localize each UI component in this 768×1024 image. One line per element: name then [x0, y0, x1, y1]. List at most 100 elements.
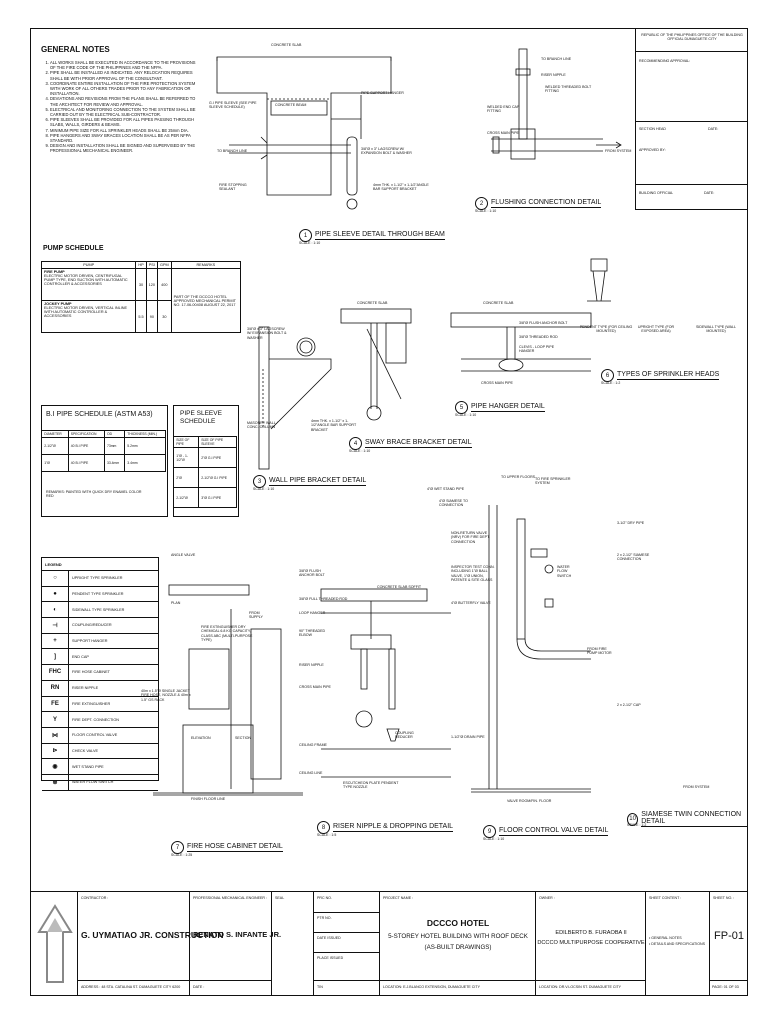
detail-title: WALL PIPE BRACKET DETAIL — [269, 477, 367, 486]
legend-symbol: ] — [42, 649, 69, 665]
seal-cell: SEAL — [271, 892, 313, 996]
detail-scale: SCALE : 1:10 — [475, 209, 497, 213]
threaded-rod-label: 3/8"Ø THREADED ROD — [519, 335, 558, 339]
owner-org: DCCCO MULTIPURPOSE COOPERATIVE — [537, 940, 645, 946]
note-item: MINIMUM PIPE SIZE FOR ALL SPRINKLER HEAD… — [50, 128, 196, 133]
wet-stand-pipe-label: 4"Ø WET STAND PIPE — [427, 487, 465, 491]
legend-symbol: + — [42, 633, 69, 649]
table-cell: 2-1/2"Ø — [173, 487, 200, 508]
legend-label: UPRIGHT TYPE SPRINKLER — [72, 576, 123, 581]
general-notes-title: GENERAL NOTES — [41, 45, 110, 54]
approved-by-label: APPROVED BY: — [639, 148, 666, 152]
bi-pipe-schedule: B.I PIPE SCHEDULE (ASTM A53) DIAMETER SP… — [41, 405, 168, 517]
to-upper-floors-label: TO UPPER FLOORS — [501, 475, 536, 479]
note-item: PIPE SHALL BE INSTALLED AS INDICATED. AN… — [50, 70, 196, 80]
owner-name: EDILBERTO B. FURAOBA II — [555, 930, 627, 936]
legend-header: LEGEND — [42, 558, 158, 571]
detail-scale: SCALE : 1:10 — [299, 241, 321, 245]
contractor-name: G. UYMATIAO JR. CONSTRUCTION — [81, 930, 224, 940]
table-cell: 3"Ø G.I PIPE — [198, 487, 238, 508]
detail-title: PIPE HANGER DETAIL — [471, 403, 545, 412]
drawing-sheet: GENERAL NOTES ALL WORKS SHALL BE EXECUTE… — [30, 28, 748, 996]
siamese-label: 4"Ø SIAMESE TO CONNECTION — [439, 499, 468, 508]
cross-main-label: CROSS MAIN PIPE — [299, 685, 331, 689]
detail-5-drawing — [450, 312, 592, 372]
note-item: COORDINATE ENTIRE INSTALLATION OF THE FI… — [50, 81, 196, 97]
loop-hanger-label: LOOP HANGER — [299, 611, 326, 615]
legend-label: FIRE EXTINGUISHER — [72, 701, 111, 706]
inspector-test-label: INSPECTOR TEST CONN. INCLUDING 1"Ø BALL … — [451, 565, 495, 583]
detail-number: 3 — [253, 475, 266, 488]
sheet-no-cell: SHEET NO. : FP-01 PAGE: 01 OF 03 — [709, 892, 748, 996]
plan-label: PLAN — [171, 601, 181, 605]
pump-desc: ELECTRIC MOTOR DRIVEN, VERTICAL INLINE W… — [44, 306, 128, 318]
owner-label: OWNER : — [539, 896, 555, 900]
threaded-bolt-label: WELDED THREADED BOLT FITTING — [545, 85, 592, 94]
to-branch-line-label: TO BRANCH LINE — [541, 57, 572, 61]
legend-label: WET STAND PIPE — [72, 764, 104, 769]
legend: LEGEND ○UPRIGHT TYPE SPRINKLER●PENDENT T… — [41, 557, 159, 791]
pipe-sleeve-table: SIZE OF PIPE SIZE OF PIPE SLEEVE 1"Ø - 1… — [173, 436, 238, 508]
table-cell: 3.4mm — [124, 454, 167, 472]
legend-item: ⊗WATER FLOW SWITCH — [42, 774, 158, 791]
legend-item: ○UPRIGHT TYPE SPRINKLER — [42, 571, 158, 587]
table-cell: 30 — [157, 300, 172, 333]
detail-scale: SCALE : 1:10 — [253, 487, 275, 491]
legend-symbol: Y — [42, 712, 69, 727]
angle-bar-label: 4mm THK. x 1-1/2" x 1-1/2"ANGLE BAR SUPP… — [373, 183, 429, 192]
table-cell: 33.4mm — [103, 454, 126, 472]
date-label: DATE: — [708, 127, 719, 131]
escutcheon-label: ESCUTCHEON PLATE PENDENT TYPE NOZZLE — [343, 781, 399, 790]
legend-title: LEGEND — [45, 561, 62, 567]
contractor-cell: CONTRACTOR : G. UYMATIAO JR. CONSTRUCTIO… — [77, 892, 223, 996]
place-issued-label: PLACE ISSUED — [317, 956, 344, 960]
detail-6-drawing — [587, 258, 611, 302]
project-location: LOCATION: E.J.BLANCO EXTENSION, DUMAGUET… — [383, 985, 480, 989]
detail-2-drawing — [491, 48, 622, 160]
legend-symbol: ⊗ — [42, 774, 69, 790]
legend-item: ⋈FLOOR CONTROL VALVE — [42, 727, 158, 744]
detail-7-drawing — [153, 584, 303, 796]
legend-symbol: RN — [42, 680, 69, 696]
table-cell: 120 — [145, 268, 159, 301]
legend-rows: ○UPRIGHT TYPE SPRINKLER●PENDENT TYPE SPR… — [42, 571, 158, 791]
detail-scale: SCALE : 1:2 — [601, 381, 621, 385]
coupling-reducer-label: COUPLING REDUCER — [395, 731, 414, 740]
from-supply-label: FROM SUPPLY — [249, 611, 263, 620]
detail-scale: SCALE : 1:5 — [317, 833, 337, 837]
content-item: • GENERAL NOTES — [649, 936, 682, 940]
detail-number: 4 — [349, 437, 362, 450]
content-item: • DETAILS AND SPECIFICATIONS — [649, 942, 706, 946]
detail-number: 6 — [601, 369, 614, 382]
finish-floor-label: FINISH FLOOR LINE — [191, 797, 226, 801]
table-cell: 1"Ø — [41, 454, 69, 472]
ceiling-frame-label: CEILING FRAME — [299, 743, 327, 747]
end-cap-label: WELDED END CAP FITTING — [487, 105, 520, 114]
legend-item: +SUPPORT HANGER — [42, 633, 158, 650]
cap-label: 2 x 2-1/2" CAP — [617, 703, 641, 707]
detail-scale: SCALE : 1:2 — [627, 823, 647, 827]
non-return-valve-label: NON-RETURN VALVE (NRV) FOR FIRE DEPT. CO… — [451, 531, 490, 544]
legend-item: ⊳CHECK VALVE — [42, 743, 158, 760]
concrete-slab-label: CONCRETE SLAB — [271, 43, 302, 47]
to-branch-line-label: TO BRANCH LINE — [217, 149, 248, 153]
office-header: REPUBLIC OF THE PHILIPPINES OFFICE OF TH… — [641, 33, 743, 42]
page-count: PAGE: 01 OF 03 — [712, 985, 739, 989]
legend-label: FIRE DEPT. CONNECTION — [72, 717, 120, 722]
engineer-cell: PROFESSIONAL MECHANICAL ENGINEER : RENAT… — [189, 892, 281, 996]
expansion-bolt-label: 3/8"Ø x 3" LAGSCREW W/ EXPANSION BOLT & … — [361, 147, 412, 156]
detail-number: 5 — [455, 401, 468, 414]
legend-label: WATER FLOW SWITCH — [72, 780, 114, 785]
from-system-label: FROM SYSTEM — [683, 785, 710, 789]
tin-label: TIN — [317, 985, 323, 989]
content-label: SHEET CONTENT : — [649, 896, 682, 900]
sheet-no-label: SHEET NO. : — [713, 896, 735, 900]
pump-name: JOCKEY PUMP — [44, 302, 72, 306]
upright-type-label: UPRIGHT TYPE (FOR EXPOSED AREA) — [637, 325, 675, 334]
detail-title: SIAMESE TWIN CONNECTION DETAIL — [641, 811, 747, 827]
detail-title: TYPES OF SPRINKLER HEADS — [617, 371, 720, 380]
detail-8-drawing — [320, 588, 451, 778]
